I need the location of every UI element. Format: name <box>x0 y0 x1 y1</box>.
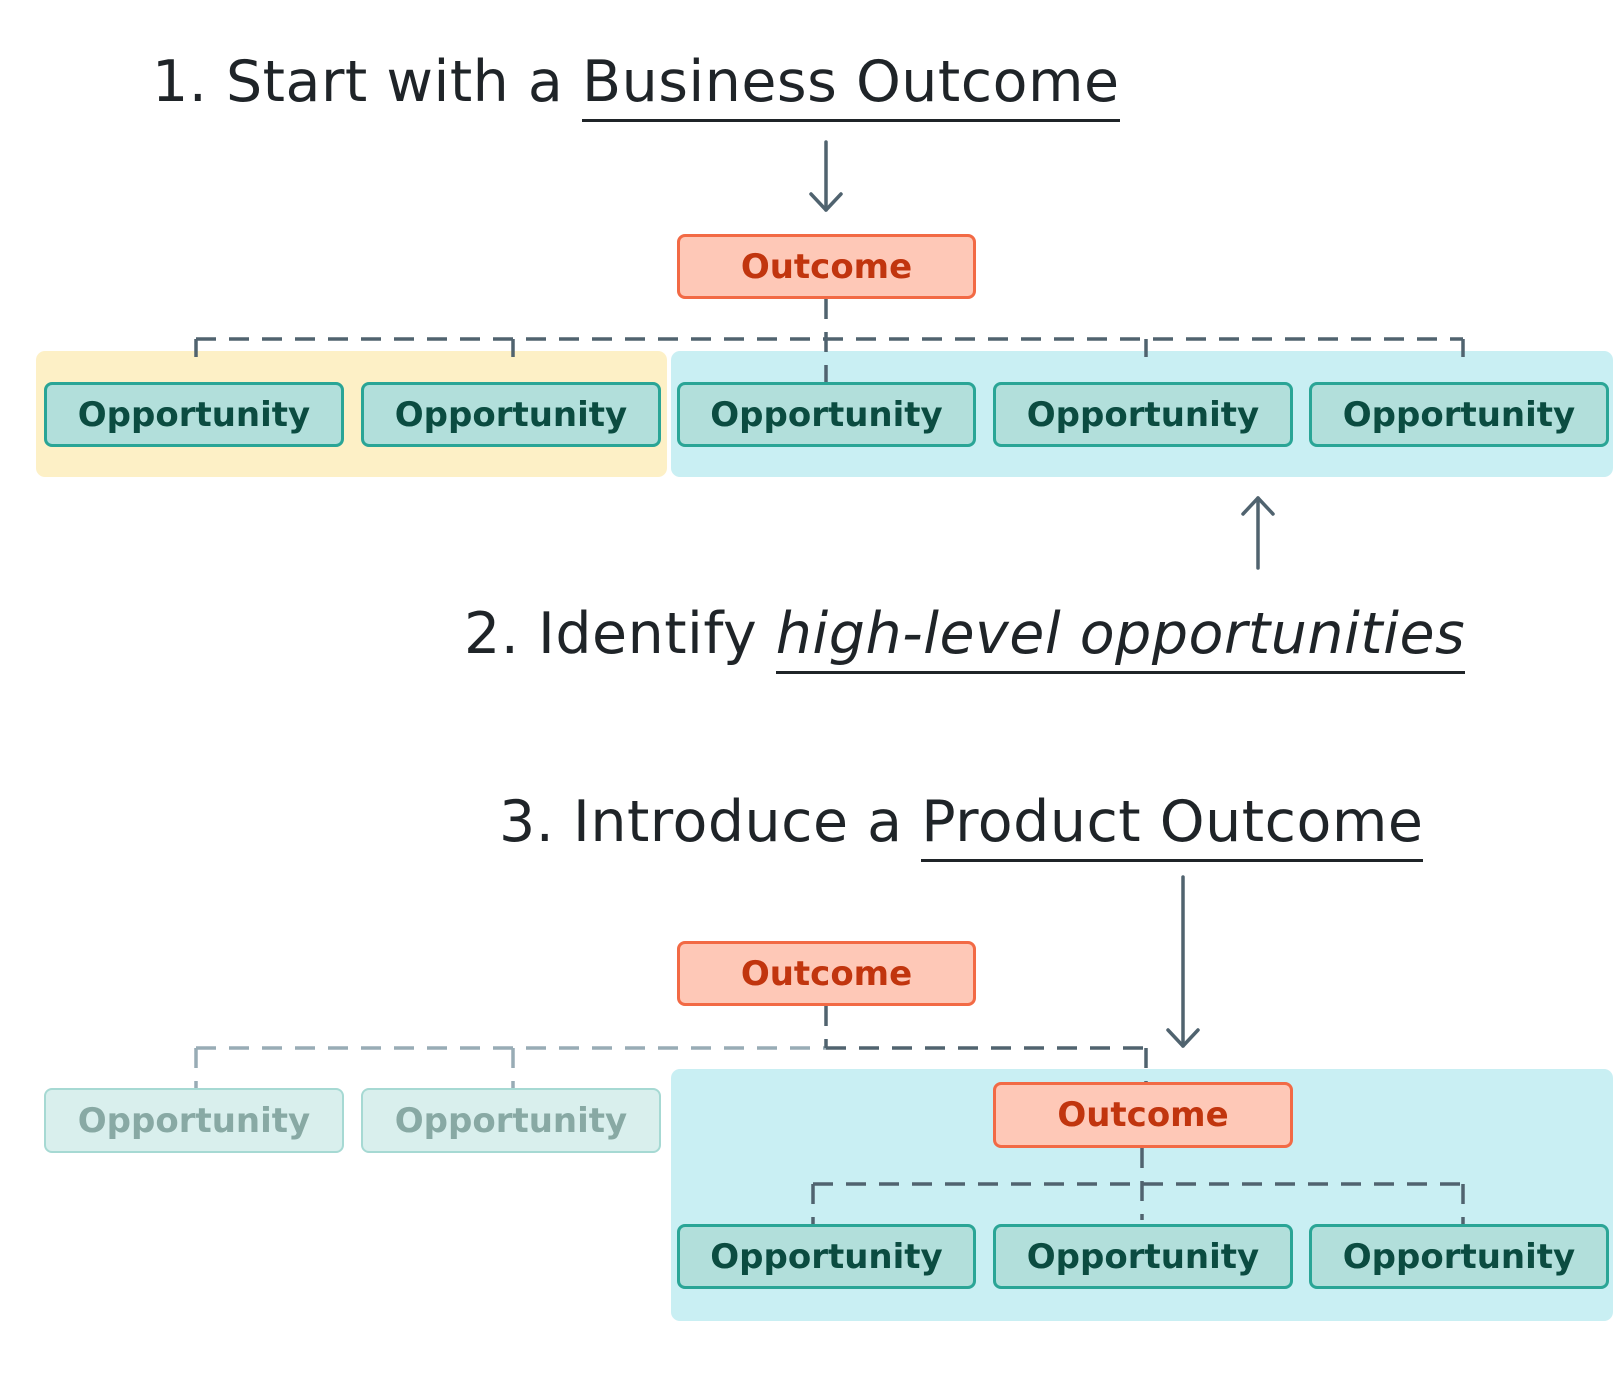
step-1-emphasis: Business Outcome <box>581 49 1120 122</box>
product-opportunity-node: Opportunity <box>993 1224 1293 1289</box>
step-2-emphasis: high-level opportunities <box>775 601 1466 674</box>
step-3-emphasis: Product Outcome <box>921 789 1424 862</box>
tree-2-connectors <box>824 1006 1148 1082</box>
tree-2-faded-connectors <box>194 1046 826 1088</box>
step-3-heading: 3. Introduce a Product Outcome <box>499 789 1424 862</box>
product-outcome-connectors <box>811 1148 1465 1224</box>
opportunity-node: Opportunity <box>1309 382 1609 447</box>
tree-1-connectors <box>194 299 1465 382</box>
step-1-heading: 1. Start with a Business Outcome <box>152 49 1120 122</box>
product-opportunity-node: Opportunity <box>677 1224 976 1289</box>
faded-opportunity-node: Opportunity <box>361 1088 661 1153</box>
step-1-prefix: 1. Start with a <box>152 49 582 115</box>
arrow-down-to-product-outcome <box>1166 875 1200 1048</box>
opportunity-node: Opportunity <box>677 382 976 447</box>
opportunity-node: Opportunity <box>361 382 661 447</box>
arrow-down-to-business-outcome <box>809 140 843 212</box>
step-2-heading: 2. Identify high-level opportunities <box>464 601 1466 674</box>
step-2-prefix: 2. Identify <box>464 601 776 667</box>
product-outcome-node: Outcome <box>993 1082 1293 1148</box>
arrow-up-to-opportunities <box>1241 496 1275 570</box>
opportunity-node: Opportunity <box>44 382 344 447</box>
step-3-prefix: 3. Introduce a <box>499 789 922 855</box>
product-opportunity-node: Opportunity <box>1309 1224 1609 1289</box>
business-outcome-node: Outcome <box>677 234 976 299</box>
faded-opportunity-node: Opportunity <box>44 1088 344 1153</box>
business-outcome-node: Outcome <box>677 941 976 1006</box>
opportunity-node: Opportunity <box>993 382 1293 447</box>
